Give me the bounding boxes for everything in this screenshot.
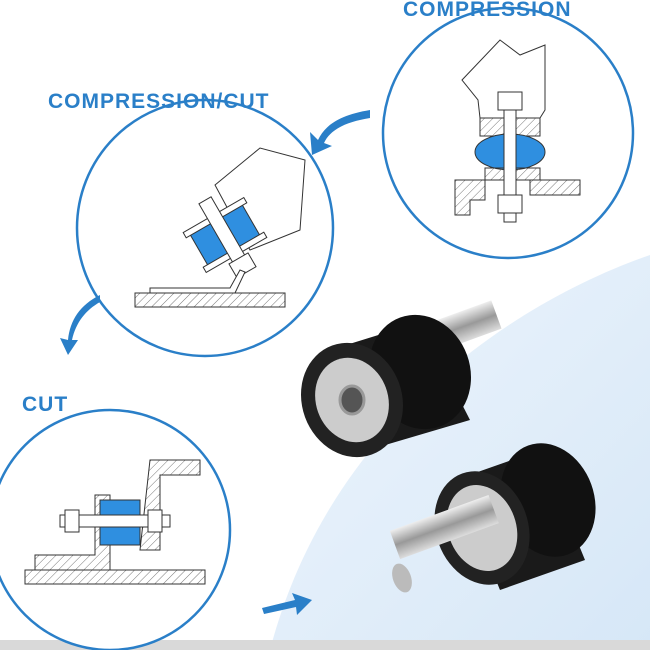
label-compression: COMPRESSION [403,0,572,21]
compression-diagram [381,6,635,260]
compression-cut-diagram [75,98,335,358]
label-compression-cut: COMPRESSION/CUT [48,90,270,113]
rubber-mount-female [300,300,502,458]
cut-diagram [0,408,232,650]
bottom-strip [0,640,650,650]
label-cut: CUT [22,393,69,416]
rubber-mount-male [389,443,596,593]
arrow-icon [60,110,370,615]
